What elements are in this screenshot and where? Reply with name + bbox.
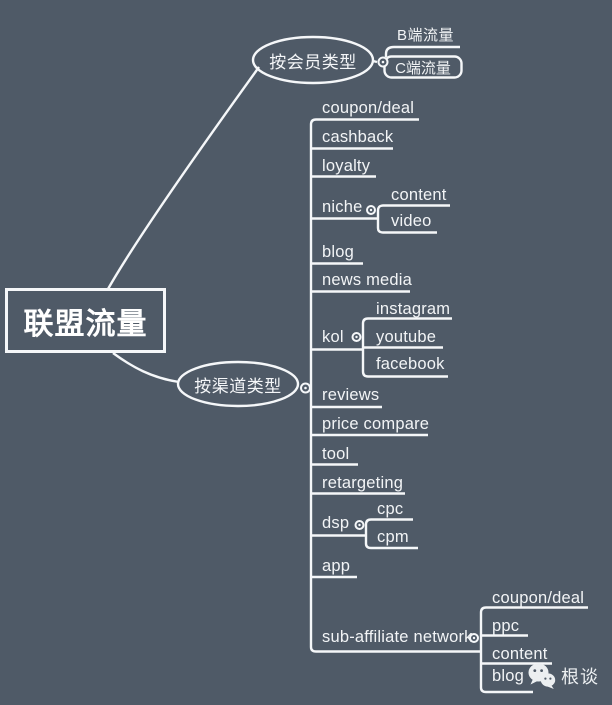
edge-root-to-channel (112, 352, 180, 384)
node-sub-content[interactable]: content (492, 645, 548, 663)
root-node-label: 联盟流量 (23, 307, 148, 341)
node-b-traffic[interactable]: B端流量 (397, 27, 455, 44)
channel-spine (309, 118, 481, 653)
watermark: 根谈 (528, 663, 599, 689)
node-cashback[interactable]: cashback (322, 128, 394, 146)
b-traffic-underline (384, 45, 460, 57)
node-c-traffic[interactable]: C端流量 (395, 59, 451, 77)
node-niche[interactable]: niche (322, 198, 363, 216)
node-dsp-cpm[interactable]: cpm (377, 528, 409, 546)
node-loyalty[interactable]: loyalty (322, 157, 371, 175)
node-app[interactable]: app (322, 557, 351, 575)
sub-affiliate-children-bracket (479, 606, 588, 694)
wechat-icon (528, 663, 556, 689)
node-kol[interactable]: kol (322, 328, 344, 346)
node-coupon-deal[interactable]: coupon/deal (322, 99, 415, 117)
node-dsp-cpc[interactable]: cpc (377, 500, 404, 518)
member-type-ellipse (251, 35, 375, 85)
node-channel-type[interactable]: 按渠道类型 (194, 376, 282, 396)
node-sub-affiliate-network[interactable]: sub-affiliate network (322, 628, 473, 646)
node-kol-youtube[interactable]: youtube (376, 328, 437, 346)
channel-type-ellipse (176, 360, 300, 408)
node-reviews[interactable]: reviews (322, 386, 380, 404)
node-retargeting[interactable]: retargeting (322, 474, 404, 492)
node-blog[interactable]: blog (322, 243, 354, 261)
node-sub-blog[interactable]: blog (492, 667, 524, 685)
node-sub-ppc[interactable]: ppc (492, 617, 520, 635)
node-kol-facebook[interactable]: facebook (376, 355, 445, 373)
edge-root-to-member (106, 66, 260, 290)
node-sub-coupon-deal[interactable]: coupon/deal (492, 589, 585, 607)
niche-children-bracket (376, 204, 450, 234)
node-niche-content[interactable]: content (391, 186, 447, 204)
node-tool[interactable]: tool (322, 445, 350, 463)
node-member-type[interactable]: 按会员类型 (269, 52, 357, 72)
node-dsp[interactable]: dsp (322, 514, 350, 532)
node-kol-instagram[interactable]: instagram (376, 300, 451, 318)
node-price-compare[interactable]: price compare (322, 415, 430, 433)
node-news-media[interactable]: news media (322, 271, 413, 289)
watermark-label: 根谈 (561, 667, 599, 687)
dsp-children-bracket (364, 518, 418, 550)
root-node[interactable]: 联盟流量 (5, 288, 166, 353)
node-niche-video[interactable]: video (391, 212, 432, 230)
